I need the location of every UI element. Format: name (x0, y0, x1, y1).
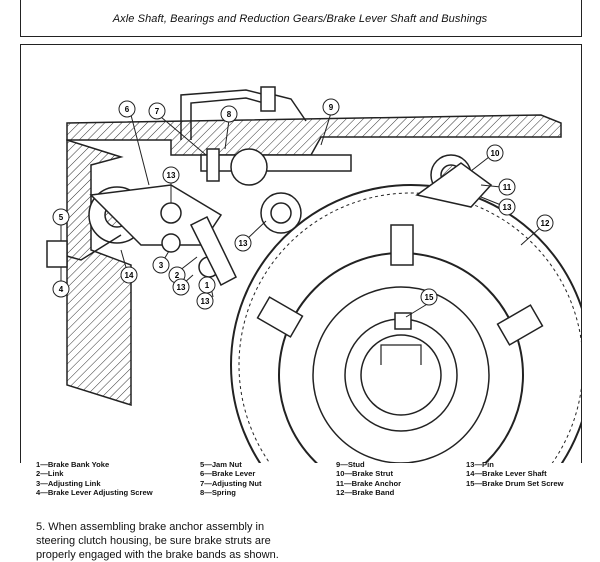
callout-4: 4 (52, 280, 70, 298)
legend-item: 12—Brake Band (336, 488, 395, 498)
oil-pipe (180, 86, 307, 140)
legend-item: 15—Brake Drum Set Screw (466, 478, 564, 488)
legend-item: 11—Brake Anchor (336, 478, 402, 488)
callout-15-label: 15 (425, 293, 434, 302)
callout-13-right-label: 13 (503, 203, 512, 212)
callout-13-left: 13 (172, 278, 190, 296)
legend-column-4: 13—Pin 14—Brake Lever Shaft 15—Brake Dru… (466, 460, 564, 488)
legend-item: 10—Brake Strut (336, 469, 393, 479)
legend-item: 7—Adjusting Nut (200, 478, 262, 488)
callout-13-right: 13 (498, 198, 516, 216)
callout-13-bottom-label: 13 (201, 297, 210, 306)
brake-lever-shaft (46, 148, 493, 287)
header-frame (20, 0, 582, 37)
callout-13-bottom: 13 (196, 292, 214, 310)
legend-item: 9—Stud (336, 460, 365, 469)
legend-item: 4—Brake Lever Adjusting Screw (36, 488, 153, 498)
legend-item: 8—Spring (200, 488, 236, 498)
legend-item: 13—Pin (466, 460, 494, 469)
legend-item: 5—Jam Nut (200, 460, 242, 469)
brake-assembly-figure: 6 7 8 9 10 11 13 12 13 5 14 4 3 2 13 1 1… (20, 44, 582, 463)
legend-item: 3—Adjusting Link (36, 478, 101, 488)
callout-bubbles: 6 7 8 9 10 11 13 12 13 5 14 4 3 2 13 1 1… (52, 98, 554, 310)
legend-column-3: 9—Stud 10—Brake Strut 11—Brake Anchor 12… (336, 460, 401, 498)
callout-3-label: 3 (159, 261, 164, 270)
callout-9: 9 (322, 98, 340, 116)
callout-13-center-label: 13 (239, 239, 248, 248)
callout-12: 12 (536, 214, 554, 232)
callout-14-label: 14 (125, 271, 134, 280)
legend-item: 14—Brake Lever Shaft (466, 469, 547, 479)
callout-1: 1 (198, 276, 216, 294)
legend-column-1: 1—Brake Bank Yoke 2—Link 3—Adjusting Lin… (36, 460, 153, 498)
callout-15: 15 (420, 288, 438, 306)
callout-4-label: 4 (59, 285, 64, 294)
callout-13-top-label: 13 (167, 171, 176, 180)
callout-8-label: 8 (227, 110, 232, 119)
callout-6: 6 (118, 100, 136, 118)
callout-3: 3 (152, 256, 170, 274)
brake-assembly-illustration: 6 7 8 9 10 11 13 12 13 5 14 4 3 2 13 1 1… (46, 86, 581, 463)
page-title: Axle Shaft, Bearings and Reduction Gears… (112, 13, 488, 25)
brake-struts (256, 224, 544, 346)
callout-10-label: 10 (491, 149, 500, 158)
callout-13-left-label: 13 (177, 283, 186, 292)
callout-10: 10 (486, 144, 504, 162)
callout-13-center: 13 (234, 234, 252, 252)
callout-5-label: 5 (59, 213, 64, 222)
callout-5: 5 (52, 208, 70, 226)
callout-9-label: 9 (329, 103, 334, 112)
callout-12-label: 12 (541, 219, 550, 228)
legend-item: 6—Brake Lever (200, 469, 256, 479)
legend-item: 1—Brake Bank Yoke (36, 460, 110, 469)
callout-11-label: 11 (503, 183, 512, 192)
legend-column-2: 5—Jam Nut 6—Brake Lever 7—Adjusting Nut … (200, 460, 262, 498)
callout-1-label: 1 (205, 281, 210, 290)
legend-item: 2—Link (36, 469, 64, 479)
callout-11: 11 (498, 178, 516, 196)
callout-14: 14 (120, 266, 138, 284)
callout-7: 7 (148, 102, 166, 120)
assembly-instruction: 5. When assembling brake anchor assembly… (36, 521, 279, 561)
callout-8: 8 (220, 105, 238, 123)
callout-13-top: 13 (162, 166, 180, 184)
callout-7-label: 7 (155, 107, 160, 116)
callout-6-label: 6 (125, 105, 130, 114)
callout-2-label: 2 (175, 271, 180, 280)
